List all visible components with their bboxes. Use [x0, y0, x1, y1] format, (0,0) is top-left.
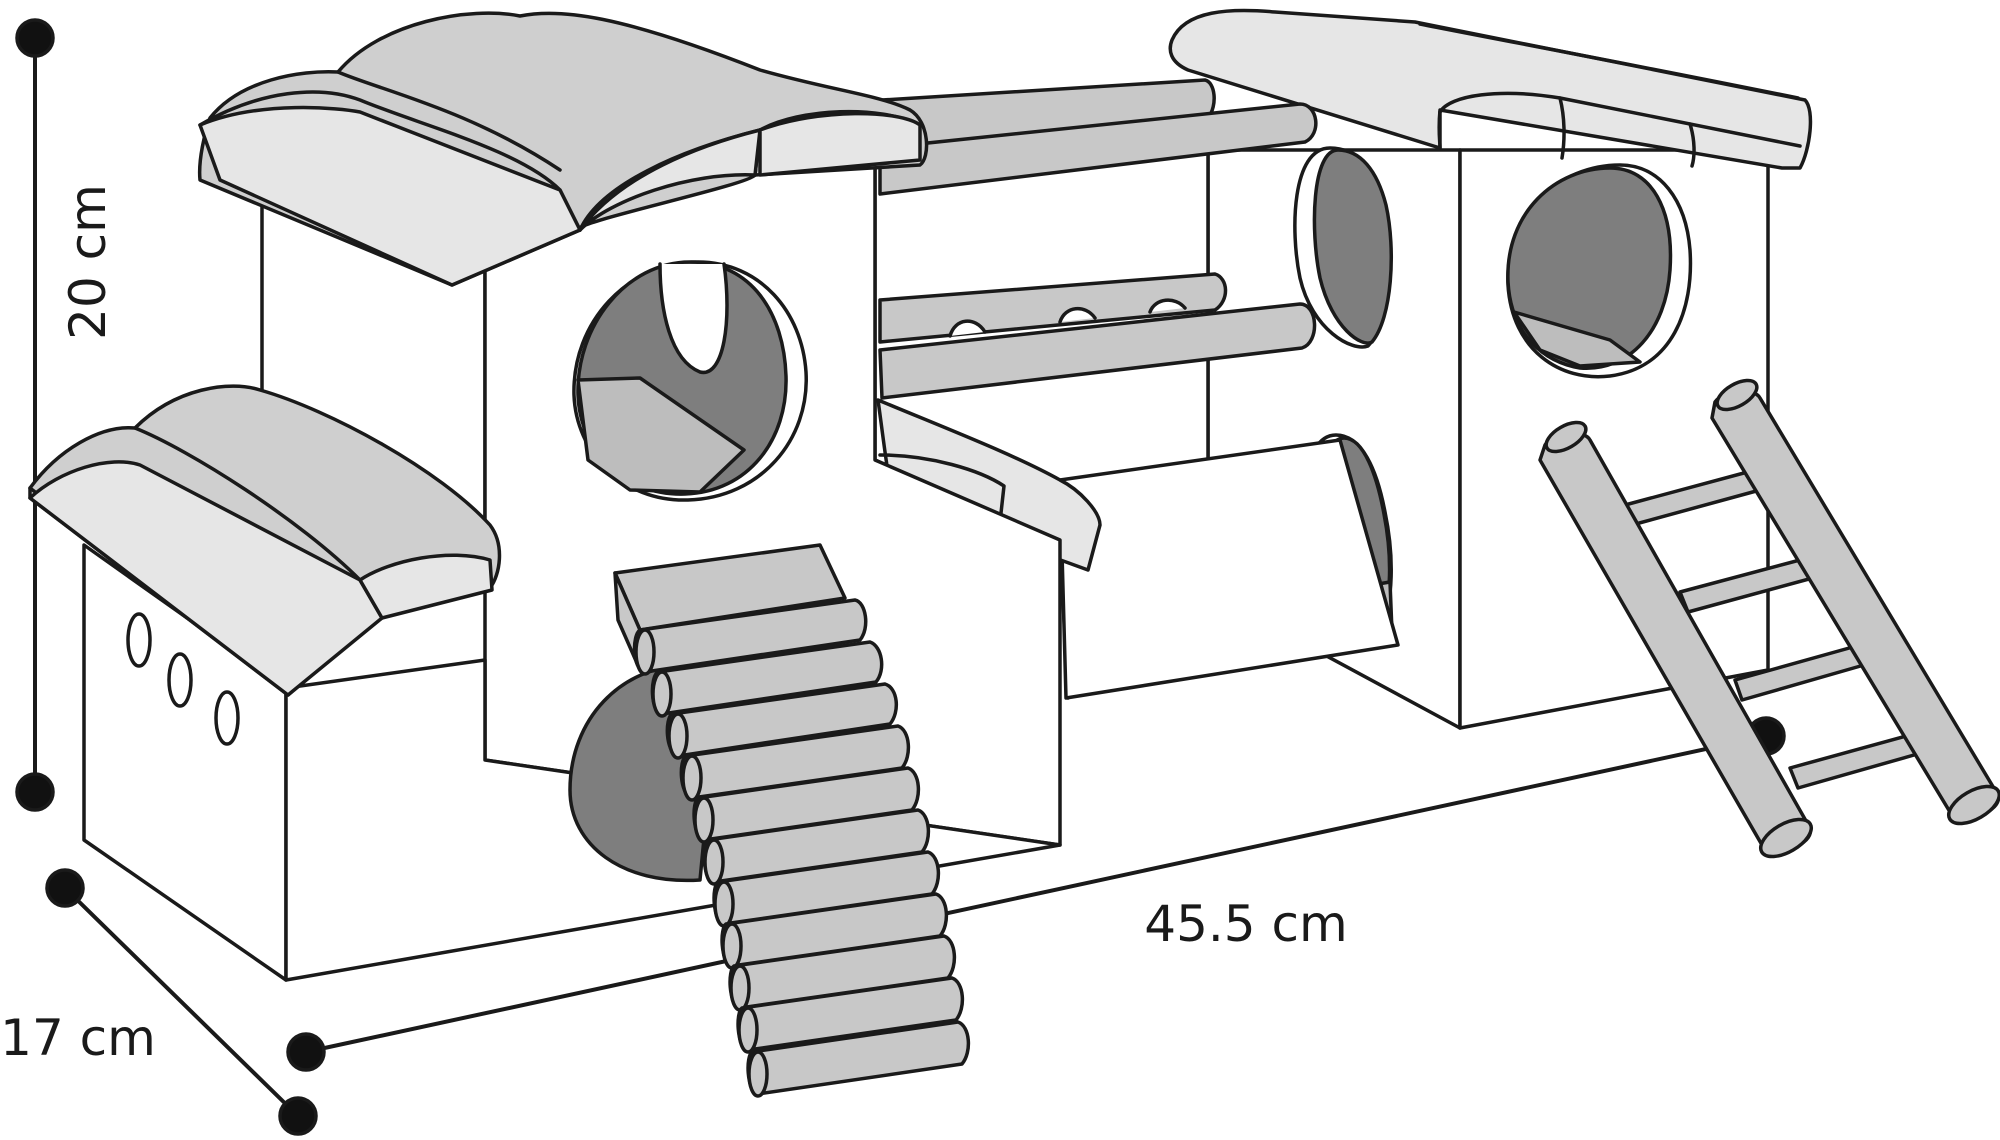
left-roof-front-face — [198, 105, 582, 287]
height-dimension-label: 20 cm — [59, 184, 117, 340]
height-dimension — [15, 18, 55, 812]
vent-hole-3 — [214, 690, 240, 746]
right-roof — [1168, 8, 1813, 170]
vent-hole-1 — [126, 612, 152, 668]
wooden-ladder — [1538, 378, 2000, 859]
top-wood-rod — [878, 102, 1318, 196]
vent-hole-2 — [167, 652, 193, 708]
wooden-ramp — [632, 598, 971, 1098]
tower-front-hole — [1506, 166, 1673, 370]
middle-section — [873, 78, 1400, 700]
width-dimension-label: 45.5 cm — [1144, 895, 1348, 953]
depth-dimension — [45, 868, 318, 1136]
tower-side-hole-upper — [1312, 148, 1393, 345]
front-ramp-area — [568, 543, 971, 1098]
depth-dimension-label: 17 cm — [0, 1009, 156, 1067]
middle-wood-rod — [878, 302, 1317, 400]
